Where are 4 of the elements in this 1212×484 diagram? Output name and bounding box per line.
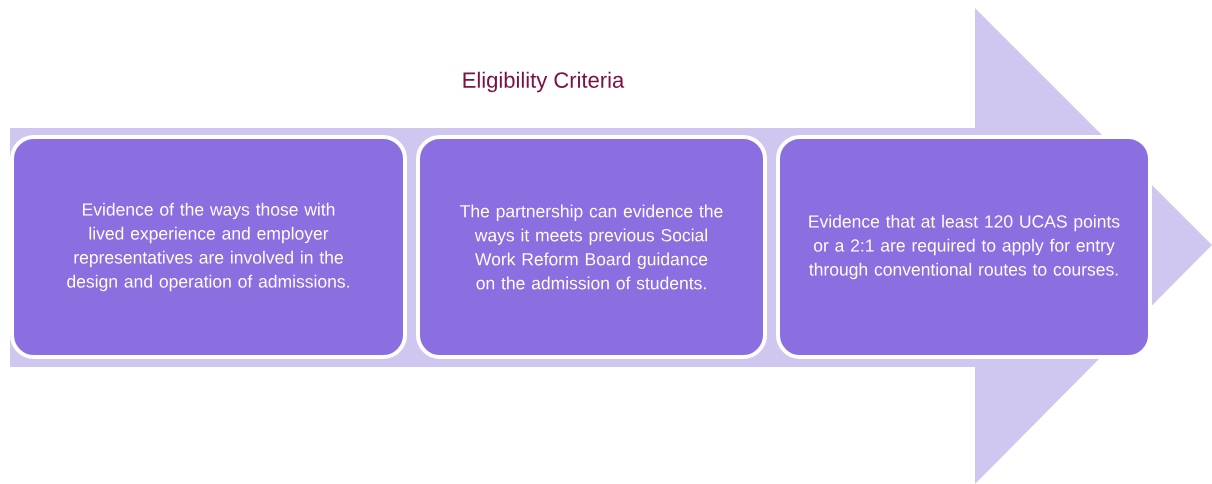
criterion-box: Evidence that at least 120 UCAS points or a 2:1 are required to apply for entry through conventional routes to courses. xyxy=(776,135,1152,359)
criterion-box: Evidence of the ways those with lived experience and employer representatives are involved in the design and operation of admissions. xyxy=(10,135,407,359)
title: Eligibility Criteria xyxy=(463,71,625,93)
criterion-box: The partnership can evidence the ways it meets previous Social Work Reform Board guidance on the admission of students. xyxy=(416,135,767,359)
